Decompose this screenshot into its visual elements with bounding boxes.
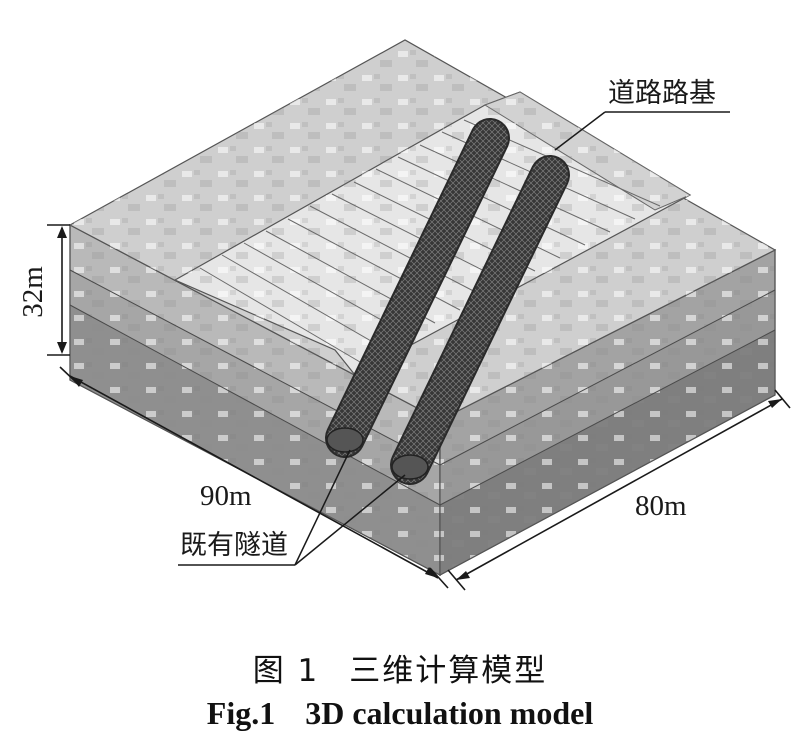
model-figure: 32m 90m 80m 道路路基 既有隧道	[17, 39, 791, 591]
dimension-length	[59, 366, 449, 589]
dimension-width	[447, 389, 791, 591]
tunnel-2	[390, 155, 570, 485]
caption-en-number: Fig.1	[206, 695, 276, 731]
caption-chinese: 图 1 三维计算模型	[0, 645, 800, 690]
tunnel-1	[325, 118, 510, 458]
block-right-face	[439, 249, 776, 577]
road-label-leader	[554, 111, 730, 151]
caption-cn-number: 图 1	[252, 653, 320, 689]
length-label: 90m	[200, 480, 252, 512]
road-subgrade-label: 道路路基	[608, 78, 716, 109]
caption-english: Fig.1 3D calculation model	[0, 695, 800, 732]
dimension-height	[47, 224, 70, 356]
tunnel-label-leader	[178, 449, 406, 566]
caption-cn-title: 三维计算模型	[349, 653, 548, 689]
caption-en-title: 3D calculation model	[305, 695, 594, 731]
width-label: 80m	[635, 490, 687, 522]
height-label: 32m	[17, 266, 49, 318]
existing-tunnels-label: 既有隧道	[180, 530, 288, 561]
